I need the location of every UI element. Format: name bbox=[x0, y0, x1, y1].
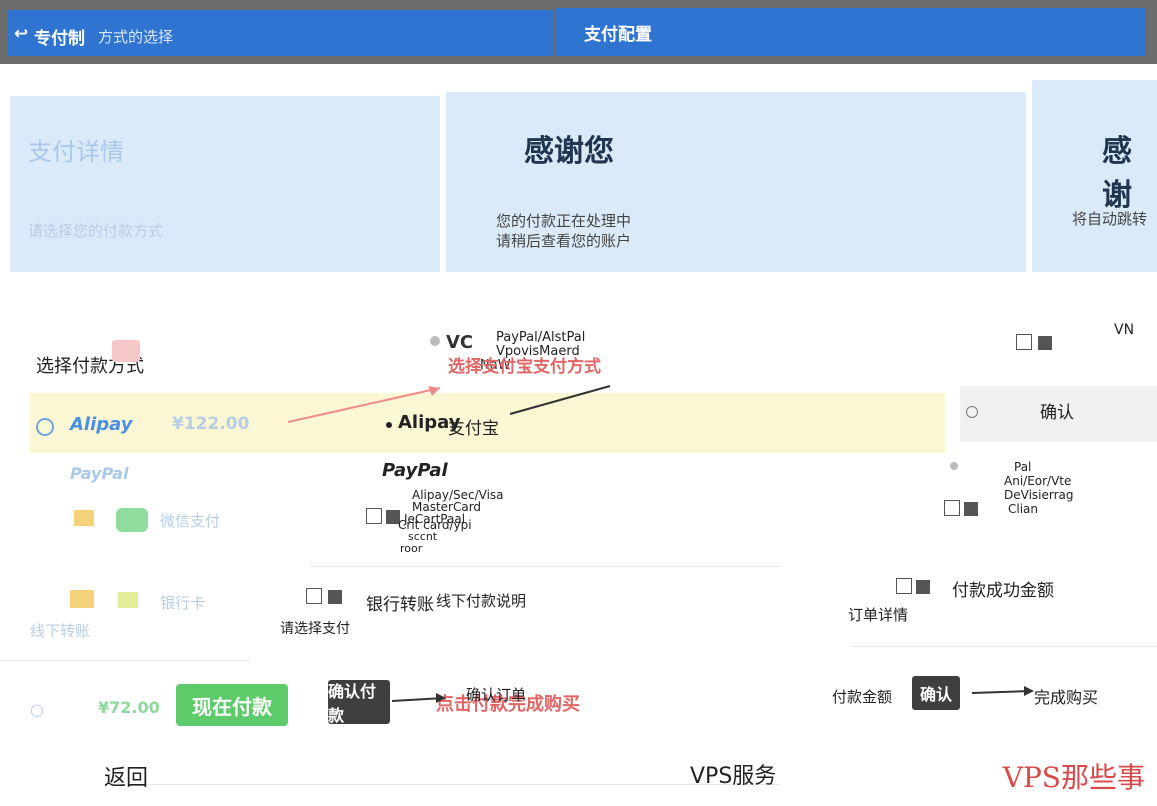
paypal-sub5: sccnt bbox=[408, 530, 438, 543]
card-label[interactable]: 银行卡 bbox=[160, 594, 206, 612]
middle-item1-c: NaW bbox=[480, 358, 511, 373]
panel-middle-line2: 请稍后查看您的账户 bbox=[496, 232, 632, 250]
paypal-sub6: roor bbox=[400, 542, 423, 555]
window-icon bbox=[1016, 334, 1052, 354]
footer-bottom-mid: VPS服务 bbox=[690, 764, 777, 789]
bank-card-icon bbox=[116, 508, 148, 532]
folder-icon bbox=[70, 590, 94, 608]
divider bbox=[310, 566, 780, 567]
selected-method-label[interactable]: Alipay bbox=[398, 412, 461, 433]
radio-icon[interactable] bbox=[36, 418, 54, 436]
panel-left-subtitle: 请选择您的付款方式 bbox=[28, 222, 164, 240]
annotation-arrow-icon bbox=[971, 686, 1034, 696]
header-title: 专付制 bbox=[34, 29, 85, 49]
right-item3-d: Clian bbox=[1008, 502, 1039, 516]
paypal-mini-logo: VC bbox=[446, 332, 474, 353]
annotation-arrow-icon bbox=[391, 693, 446, 703]
pay-now-button[interactable]: 现在付款 bbox=[176, 684, 288, 726]
window-icon bbox=[366, 508, 400, 528]
bank-icon bbox=[306, 588, 342, 608]
alipay-row[interactable] bbox=[30, 393, 945, 453]
annotation-arrow-icon bbox=[287, 386, 441, 423]
right-item3-b: Ani/Eor/Vte bbox=[1004, 474, 1072, 488]
panel-right-subtitle: 将自动跳转 bbox=[1072, 210, 1148, 228]
window-icon bbox=[944, 500, 978, 520]
back-arrow-icon[interactable]: ↩ bbox=[14, 24, 29, 44]
wechat-icon bbox=[74, 510, 94, 526]
selected-method-suffix: 支付宝 bbox=[448, 419, 499, 439]
bank-label[interactable]: 线下转账 bbox=[30, 622, 91, 640]
header-subtitle: 方式的选择 bbox=[98, 28, 174, 46]
alipay-amount: ¥122.00 bbox=[172, 414, 250, 434]
bullet-icon bbox=[386, 422, 392, 428]
radio-icon[interactable] bbox=[430, 336, 440, 346]
right-item4: 付款成功金额 bbox=[952, 581, 1054, 601]
panel-middle: 感谢您 您的付款正在处理中 请稍后查看您的账户 bbox=[446, 92, 1026, 272]
confirm-pay-button[interactable]: 确认付款 bbox=[328, 680, 390, 725]
paypal-sub2: MasterCard bbox=[412, 500, 482, 514]
panel-left-title: 支付详情 bbox=[28, 138, 124, 166]
bank-transfer-label[interactable]: 银行转账 bbox=[366, 595, 434, 615]
right-item1: VN bbox=[1114, 322, 1135, 338]
footer-right-label: 付款金额 bbox=[832, 688, 893, 706]
footer-right-note: 完成购买 bbox=[1034, 688, 1099, 707]
right-selected-row[interactable] bbox=[960, 386, 1157, 442]
footer-red-note: 点击付款完成购买 bbox=[436, 694, 580, 715]
right-item3-a: Pal bbox=[1014, 460, 1032, 474]
radio-icon[interactable] bbox=[966, 406, 978, 418]
middle-item1-b: VpovisMaerd bbox=[496, 344, 580, 359]
header-right-title: 支付配置 bbox=[584, 25, 652, 45]
annotation-select-alipay: 选择支付宝支付方式 bbox=[448, 357, 601, 377]
watermark: VPS那些事 bbox=[1002, 761, 1145, 794]
panel-left: 支付详情 请选择您的付款方式 bbox=[10, 96, 440, 272]
card-icon bbox=[112, 340, 140, 362]
paypal-sub4: Crit card/ypi bbox=[398, 518, 472, 532]
divider bbox=[850, 646, 1157, 647]
bank-icon bbox=[896, 578, 930, 598]
panel-middle-line1: 您的付款正在处理中 bbox=[496, 212, 632, 230]
right-item3-c: DeVisierrag bbox=[1004, 488, 1074, 502]
coin-icon bbox=[118, 592, 138, 608]
panel-right-title: 感谢 bbox=[1102, 134, 1132, 213]
middle-item1-a: PayPal/AlstPal bbox=[496, 330, 586, 345]
right-item5: 订单详情 bbox=[848, 606, 909, 624]
right-item2: 确认 bbox=[1040, 403, 1074, 423]
bank-extra: 请选择支付 bbox=[280, 621, 350, 637]
header-right: 支付配置 bbox=[556, 8, 1146, 56]
wechat-label[interactable]: 微信支付 bbox=[160, 512, 221, 530]
divider bbox=[140, 784, 780, 785]
radio-label: ○ bbox=[30, 700, 44, 719]
paypal-middle-logo[interactable]: PayPal bbox=[382, 460, 448, 481]
footer-mid-label: 确认订单 bbox=[466, 686, 527, 704]
paypal-sub1: Alipay/Sec/Visa bbox=[412, 488, 504, 502]
header-left: ↩ 专付制 方式的选择 bbox=[8, 10, 554, 56]
paypal-logo[interactable]: PayPal bbox=[70, 464, 129, 483]
footer-price: ¥72.00 bbox=[98, 698, 160, 717]
panel-right: 感谢 将自动跳转 bbox=[1032, 80, 1157, 272]
annotation-arrow-icon bbox=[509, 385, 611, 415]
alipay-logo: Alipay bbox=[70, 414, 133, 435]
panel-middle-title: 感谢您 bbox=[524, 134, 614, 169]
paypal-sub3: JeCartPaal bbox=[404, 512, 466, 526]
bank-note: 线下付款说明 bbox=[436, 592, 527, 610]
divider bbox=[0, 660, 250, 661]
radio-icon[interactable] bbox=[950, 462, 958, 470]
right-confirm-button[interactable]: 确认 bbox=[912, 676, 960, 710]
footer-bottom-left[interactable]: 返回 bbox=[104, 766, 149, 791]
